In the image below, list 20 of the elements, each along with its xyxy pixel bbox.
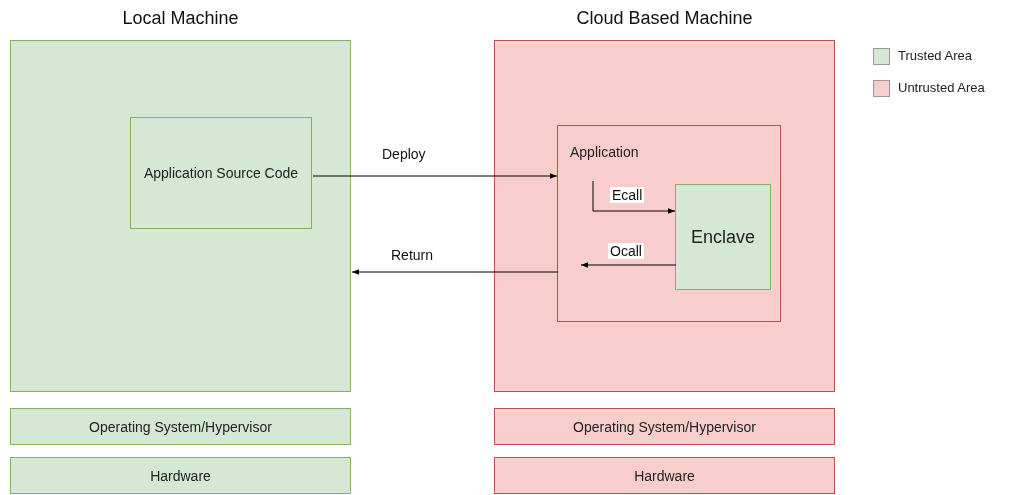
edge-label: Ocall [608, 243, 644, 259]
legend-label: Untrusted Area [898, 80, 985, 95]
edge-label: Return [389, 247, 436, 263]
legend-label: Trusted Area [898, 48, 972, 63]
panel-title: Application [570, 144, 639, 160]
source-code-box: Application Source Code [130, 117, 312, 229]
application-panel [557, 125, 781, 322]
layer-bar: Hardware [494, 457, 835, 494]
arrow [592, 180, 676, 214]
enclave-box: Enclave [675, 184, 771, 290]
heading: Local Machine [121, 8, 240, 29]
arrow [312, 173, 558, 179]
arrow [580, 262, 677, 268]
layer-bar: Operating System/Hypervisor [10, 408, 351, 445]
layer-bar: Operating System/Hypervisor [494, 408, 835, 445]
edge-label: Ecall [610, 187, 645, 203]
layer-bar: Hardware [10, 457, 351, 494]
edge-label: Deploy [380, 146, 428, 162]
arrow [351, 269, 559, 275]
heading: Cloud Based Machine [575, 8, 754, 29]
